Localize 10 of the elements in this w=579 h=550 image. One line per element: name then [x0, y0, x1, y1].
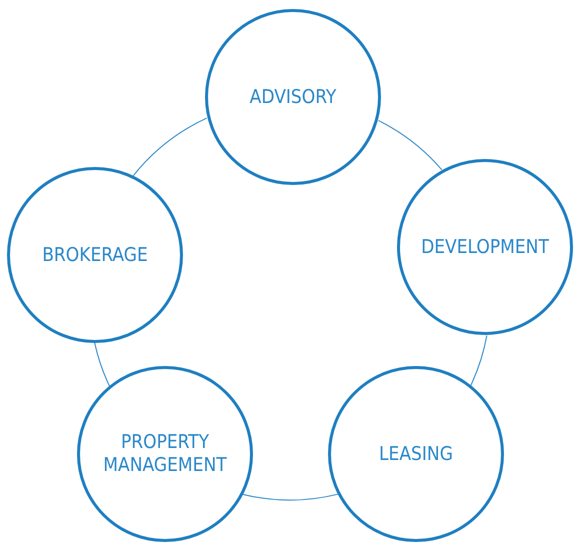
connector-arc	[94, 342, 110, 387]
connector-arc	[378, 120, 442, 170]
node-label: ADVISORY	[250, 86, 336, 108]
node-label: PROPERTY MANAGEMENT	[102, 431, 228, 477]
node-label: LEASING	[379, 442, 453, 466]
connector-arc	[242, 494, 338, 501]
connector-arc	[470, 335, 488, 386]
connector-arc	[132, 118, 208, 176]
node-label: DEVELOPMENT	[421, 236, 549, 258]
node-label: BROKERAGE	[42, 244, 148, 266]
